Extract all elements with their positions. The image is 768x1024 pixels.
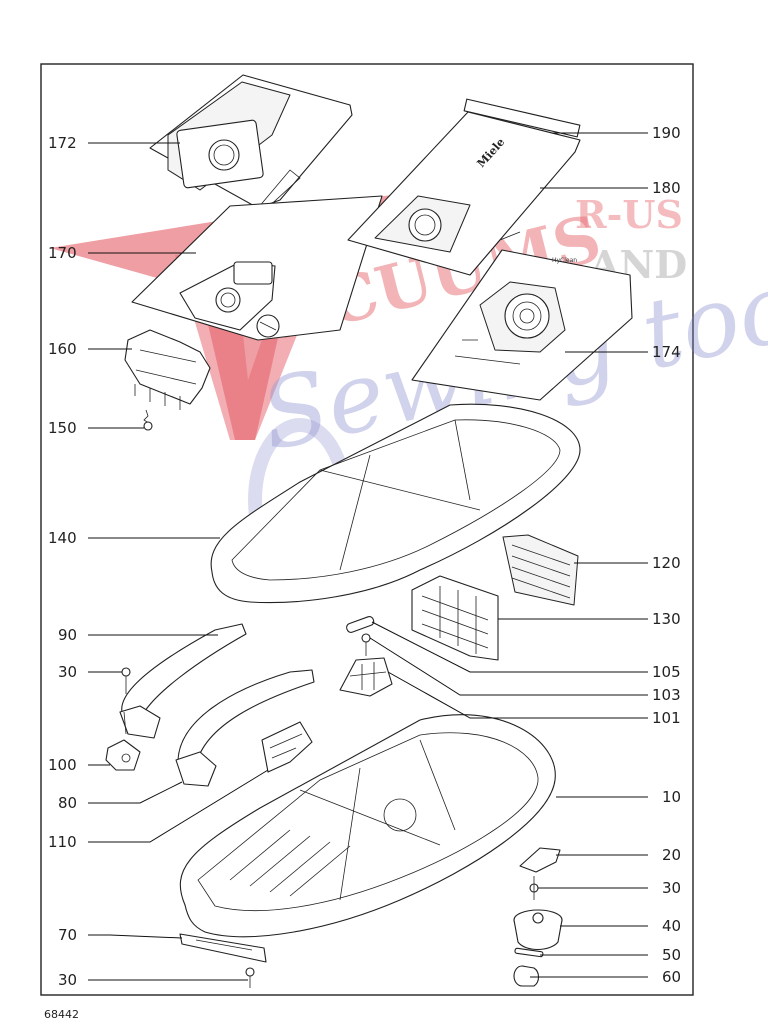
- part-70-front-bumper: [179, 933, 267, 963]
- part-50-axle: [514, 947, 544, 958]
- diagram-reference-code: 68442: [44, 1008, 79, 1021]
- part-10-base-body: [179, 714, 556, 938]
- part-60-wheel: [513, 965, 540, 987]
- callout-60: 60: [662, 968, 681, 986]
- callout-100: 100: [48, 756, 77, 774]
- callout-150: 150: [48, 419, 77, 437]
- part-80-hose-arm: [175, 669, 315, 787]
- part-130-filter-grid: [411, 575, 499, 661]
- part-174-hyclean-bag: HyClean: [411, 249, 633, 401]
- callout-130: 130: [652, 610, 681, 628]
- callout-170: 170: [48, 244, 77, 262]
- part-180-190-miele-bag: Miele: [347, 98, 581, 276]
- part-30-screw-bottom: [245, 967, 255, 988]
- callout-20: 20: [662, 846, 681, 864]
- callout-labels: 172 170 160 150 140 90 30 100 80 110 70 …: [48, 124, 681, 989]
- watermark-rus-lettering: R-US: [575, 192, 683, 237]
- part-150-spring: [143, 409, 153, 431]
- part-20-wheel-bracket: [519, 847, 561, 873]
- callout-180: 180: [652, 179, 681, 197]
- part-120-filter-pad: [502, 534, 579, 606]
- callout-160: 160: [48, 340, 77, 358]
- part-100-handle-clip: [105, 739, 141, 771]
- hyclean-bag-label: HyClean: [552, 257, 577, 264]
- part-170-filter-bag: [131, 195, 383, 341]
- callout-103: 103: [652, 686, 681, 704]
- callout-174: 174: [652, 343, 681, 361]
- part-110-switch-cover: [261, 721, 313, 773]
- callout-10: 10: [662, 788, 681, 806]
- watermark-red-swoosh: [50, 170, 560, 440]
- part-140-cover-frame: [210, 403, 581, 604]
- callout-101: 101: [652, 709, 681, 727]
- callout-30-upper: 30: [58, 663, 77, 681]
- callout-90: 90: [58, 626, 77, 644]
- callout-50: 50: [662, 946, 681, 964]
- part-172-dust-bag: [149, 74, 353, 211]
- callout-30-bottom: 30: [58, 971, 77, 989]
- callout-70: 70: [58, 926, 77, 944]
- callout-80: 80: [58, 794, 77, 812]
- callout-105: 105: [652, 663, 681, 681]
- part-160-bag-holder: [124, 329, 211, 410]
- callout-190: 190: [652, 124, 681, 142]
- callout-172: 172: [48, 134, 77, 152]
- callout-120: 120: [652, 554, 681, 572]
- part-105-fuse: [346, 616, 375, 633]
- leader-lines: [88, 132, 648, 981]
- callout-30-right: 30: [662, 879, 681, 897]
- part-101-terminal-block: [339, 657, 393, 697]
- part-40-castor: [513, 909, 563, 951]
- callout-40: 40: [662, 917, 681, 935]
- callout-110: 110: [48, 833, 77, 851]
- callout-140: 140: [48, 529, 77, 547]
- part-90-handle: [119, 623, 247, 739]
